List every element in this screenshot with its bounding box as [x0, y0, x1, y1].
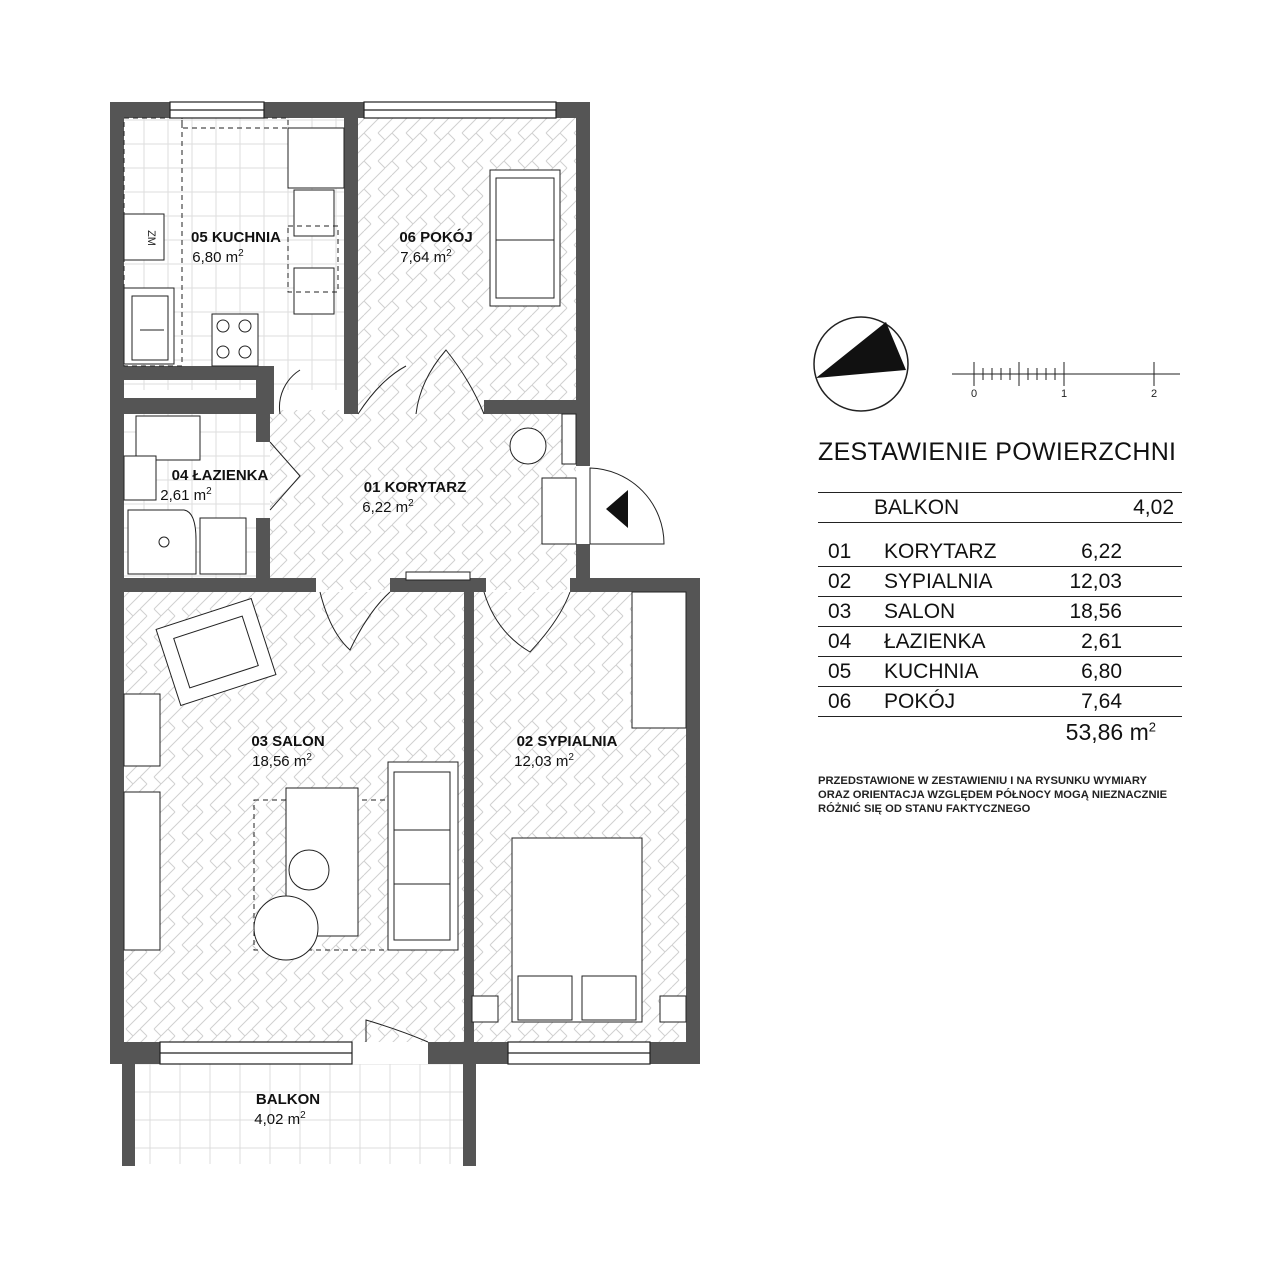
- divider: [818, 566, 1182, 567]
- room-area-kuchnia: 6,80 m2: [192, 248, 244, 266]
- bathroom-fittings: [123, 415, 247, 575]
- summary-num: 01: [828, 539, 852, 563]
- room-area-lazienka: 2,61 m2: [160, 486, 212, 504]
- north-compass-icon: [813, 316, 909, 412]
- sypialnia-furniture: [471, 591, 687, 1023]
- room-name-korytarz: 01 KORYTARZ: [364, 479, 467, 496]
- room-area-salon: 18,56 m2: [252, 752, 312, 770]
- divider: [818, 522, 1182, 523]
- summary-label: BALKON: [874, 495, 960, 519]
- summary-value: 6,22: [1081, 539, 1122, 563]
- walls: [110, 102, 700, 1166]
- summary-num: 05: [828, 659, 852, 683]
- summary-row: 05 KUCHNIA 6,80: [818, 657, 1182, 686]
- summary-value: 18,56: [1069, 599, 1122, 623]
- summary-row: 04 ŁAZIENKA 2,61: [818, 627, 1182, 656]
- room-name-balkon: BALKON: [256, 1091, 320, 1108]
- divider: [818, 626, 1182, 627]
- divider: [818, 492, 1182, 493]
- pokoj-sofa: [489, 169, 561, 307]
- scale-bar: [952, 362, 1180, 386]
- divider: [818, 596, 1182, 597]
- summary-row-balkon: BALKON 4,02: [818, 493, 1182, 522]
- summary-num: 02: [828, 569, 852, 593]
- summary-label: ŁAZIENKA: [884, 629, 986, 653]
- scale-tick-2: 2: [1151, 388, 1157, 400]
- summary-row: 03 SALON 18,56: [818, 597, 1182, 626]
- kitchen-fittings: [123, 117, 345, 367]
- summary-label: SYPIALNIA: [884, 569, 993, 593]
- area-summary: ZESTAWIENIE POWIERZCHNI BALKON 4,02 01 K…: [818, 438, 1182, 816]
- divider: [818, 686, 1182, 687]
- entrance-arrow-icon: [606, 490, 628, 528]
- summary-label: POKÓJ: [884, 689, 956, 713]
- room-area-korytarz: 6,22 m2: [362, 498, 414, 516]
- room-name-lazienka: 04 ŁAZIENKA: [172, 467, 269, 484]
- scale-tick-0: 0: [971, 388, 977, 400]
- room-area-sypialnia: 12,03 m2: [514, 752, 574, 770]
- summary-label: SALON: [884, 599, 956, 623]
- room-name-kuchnia: 05 KUCHNIA: [191, 229, 281, 246]
- salon-furniture: [123, 597, 459, 961]
- summary-title: ZESTAWIENIE POWIERZCHNI: [818, 438, 1177, 466]
- summary-value: 2,61: [1081, 629, 1122, 653]
- summary-value: 6,80: [1081, 659, 1122, 683]
- summary-value: 4,02: [1133, 495, 1174, 519]
- room-area-pokoj: 7,64 m2: [400, 248, 452, 266]
- doors: [269, 349, 665, 1043]
- divider: [818, 716, 1182, 717]
- corridor-elements: [405, 413, 577, 581]
- room-name-salon: 03 SALON: [251, 733, 324, 750]
- room-labels: 05 KUCHNIA 6,80 m2 06 POKÓJ 7,64 m2 04 Ł…: [160, 228, 617, 1128]
- summary-value: 7,64: [1081, 689, 1122, 713]
- windows: [159, 101, 651, 1065]
- summary-num: 03: [828, 599, 852, 623]
- scale-tick-1: 1: [1061, 388, 1067, 400]
- summary-total: 53,86 m2: [1065, 719, 1156, 745]
- summary-num: 06: [828, 689, 852, 713]
- summary-label: KUCHNIA: [884, 659, 979, 683]
- divider: [818, 656, 1182, 657]
- summary-value: 12,03: [1069, 569, 1122, 593]
- room-name-pokoj: 06 POKÓJ: [399, 228, 472, 246]
- disclaimer-note: PRZEDSTAWIONE W ZESTAWIENIU I NA RYSUNKU…: [818, 775, 1168, 815]
- summary-row: 01 KORYTARZ 6,22: [818, 537, 1182, 566]
- summary-num: 04: [828, 629, 852, 653]
- summary-row: 02 SYPIALNIA 12,03: [818, 567, 1182, 596]
- room-name-sypialnia: 02 SYPIALNIA: [517, 733, 618, 750]
- fixture-label-zm: ZM: [145, 230, 157, 246]
- room-area-balkon: 4,02 m2: [254, 1110, 306, 1128]
- summary-label: KORYTARZ: [884, 539, 997, 563]
- summary-row: 06 POKÓJ 7,64: [818, 687, 1182, 716]
